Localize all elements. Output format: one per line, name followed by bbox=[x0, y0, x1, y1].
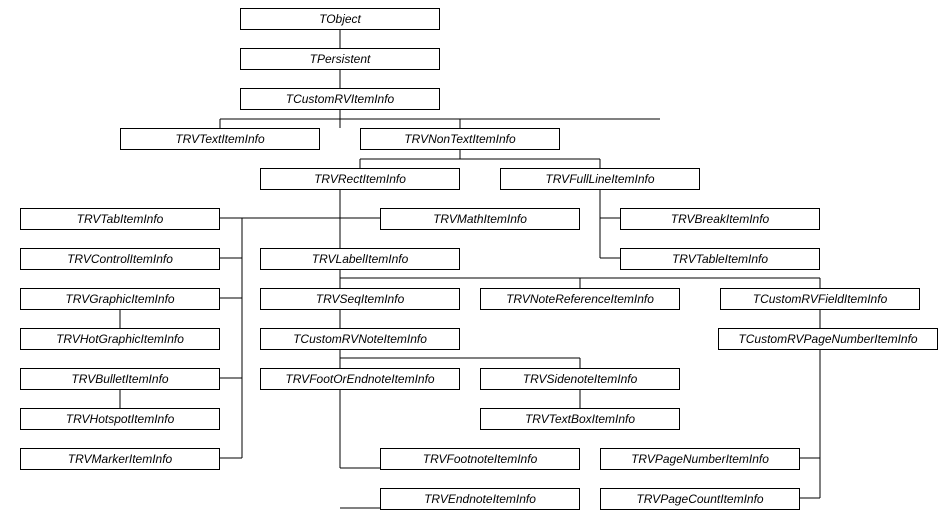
class-node-TRVSidenoteItemInfo[interactable]: TRVSidenoteItemInfo bbox=[480, 368, 680, 390]
class-node-TRVHotspotItemInfo[interactable]: TRVHotspotItemInfo bbox=[20, 408, 220, 430]
class-node-TRVControlItemInfo[interactable]: TRVControlItemInfo bbox=[20, 248, 220, 270]
class-node-TRVPageNumberItemInfo[interactable]: TRVPageNumberItemInfo bbox=[600, 448, 800, 470]
class-node-TCustomRVItemInfo[interactable]: TCustomRVItemInfo bbox=[240, 88, 440, 110]
class-node-TRVTableItemInfo[interactable]: TRVTableItemInfo bbox=[620, 248, 820, 270]
class-node-TRVTabItemInfo[interactable]: TRVTabItemInfo bbox=[20, 208, 220, 230]
class-node-TRVGraphicItemInfo[interactable]: TRVGraphicItemInfo bbox=[20, 288, 220, 310]
class-node-TCustomRVFieldItemInfo[interactable]: TCustomRVFieldItemInfo bbox=[720, 288, 920, 310]
class-node-TObject[interactable]: TObject bbox=[240, 8, 440, 30]
class-node-TRVFootnoteItemInfo[interactable]: TRVFootnoteItemInfo bbox=[380, 448, 580, 470]
class-node-TRVNonTextItemInfo[interactable]: TRVNonTextItemInfo bbox=[360, 128, 560, 150]
class-node-TCustomRVPageNumberItemInfo[interactable]: TCustomRVPageNumberItemInfo bbox=[718, 328, 938, 350]
class-node-TRVTextBoxItemInfo[interactable]: TRVTextBoxItemInfo bbox=[480, 408, 680, 430]
class-node-TRVLabelItemInfo[interactable]: TRVLabelItemInfo bbox=[260, 248, 460, 270]
class-node-TRVFootOrEndnoteItemInfo[interactable]: TRVFootOrEndnoteItemInfo bbox=[260, 368, 460, 390]
class-node-TRVHotGraphicItemInfo[interactable]: TRVHotGraphicItemInfo bbox=[20, 328, 220, 350]
class-node-TRVPageCountItemInfo[interactable]: TRVPageCountItemInfo bbox=[600, 488, 800, 510]
class-node-TRVTextItemInfo[interactable]: TRVTextItemInfo bbox=[120, 128, 320, 150]
class-node-TRVBulletItemInfo[interactable]: TRVBulletItemInfo bbox=[20, 368, 220, 390]
class-node-TRVFullLineItemInfo[interactable]: TRVFullLineItemInfo bbox=[500, 168, 700, 190]
class-node-TPersistent[interactable]: TPersistent bbox=[240, 48, 440, 70]
class-node-TRVBreakItemInfo[interactable]: TRVBreakItemInfo bbox=[620, 208, 820, 230]
class-node-TRVMarkerItemInfo[interactable]: TRVMarkerItemInfo bbox=[20, 448, 220, 470]
class-node-TRVNoteReferenceItemInfo[interactable]: TRVNoteReferenceItemInfo bbox=[480, 288, 680, 310]
class-node-TRVRectItemInfo[interactable]: TRVRectItemInfo bbox=[260, 168, 460, 190]
class-node-TCustomRVNoteItemInfo[interactable]: TCustomRVNoteItemInfo bbox=[260, 328, 460, 350]
class-node-TRVEndnoteItemInfo[interactable]: TRVEndnoteItemInfo bbox=[380, 488, 580, 510]
class-node-TRVMathItemInfo[interactable]: TRVMathItemInfo bbox=[380, 208, 580, 230]
class-node-TRVSeqItemInfo[interactable]: TRVSeqItemInfo bbox=[260, 288, 460, 310]
